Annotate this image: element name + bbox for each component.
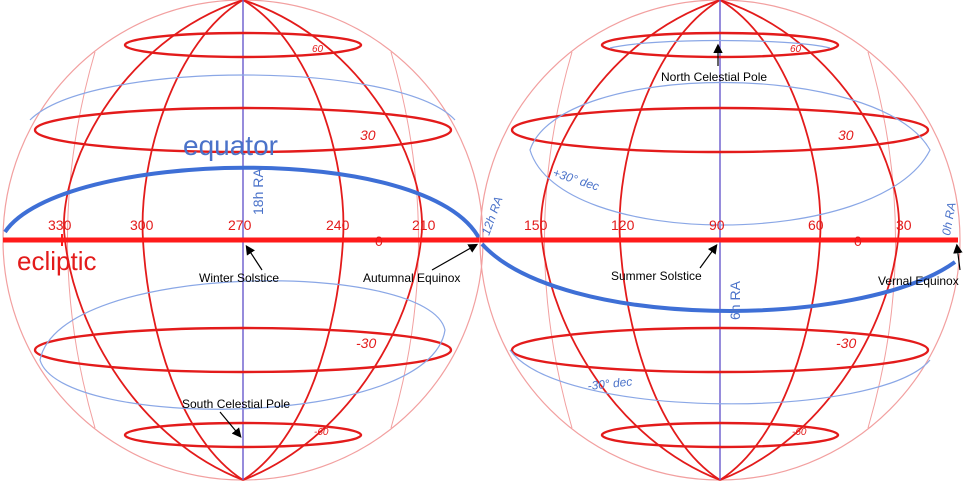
right-ra-label-6h: 6h RA bbox=[727, 280, 743, 320]
right-lat-label-p30: 30 bbox=[838, 127, 854, 143]
winter-solstice-arrow bbox=[245, 244, 263, 271]
right-ra-label-0h: 0h RA bbox=[939, 201, 959, 236]
right-dec-p60 bbox=[609, 39, 831, 49]
left-lon-label-330: 330 bbox=[48, 217, 72, 233]
right-lat-p30 bbox=[510, 106, 930, 154]
autumnal-equinox-label: Autumnal Equinox bbox=[363, 271, 460, 285]
equator-label: equator bbox=[183, 130, 278, 161]
vernal-equinox-label: Vernal Equinox bbox=[878, 274, 959, 288]
left-lat-p60 bbox=[123, 31, 363, 59]
right-celestial-equator bbox=[480, 242, 957, 313]
south-celestial-pole-label: South Celestial Pole bbox=[182, 397, 290, 411]
ecliptic-label: ecliptic bbox=[17, 246, 96, 276]
right-lat-m60 bbox=[600, 421, 840, 449]
vernal-equinox-arrow bbox=[953, 243, 963, 271]
left-dec-m30 bbox=[39, 280, 446, 410]
left-lon-label-300: 300 bbox=[130, 217, 154, 233]
winter-solstice-label: Winter Solstice bbox=[199, 271, 279, 285]
right-lon-label-150: 150 bbox=[524, 217, 548, 233]
right-lon-label-90: 90 bbox=[709, 217, 725, 233]
right-lat-m30 bbox=[510, 326, 930, 374]
right-ecliptic-zero: 0 bbox=[854, 233, 862, 249]
left-lon-label-270: 270 bbox=[228, 217, 252, 233]
left-lat-label-p30: 30 bbox=[360, 127, 376, 143]
left-ecliptic-zero: 0 bbox=[375, 233, 383, 249]
right-lat-label-m30: -30 bbox=[836, 335, 856, 351]
right-lon-label-60: 60 bbox=[808, 217, 824, 233]
south-celestial-pole-arrow bbox=[219, 411, 242, 438]
right-dec-label-m30: -30° dec bbox=[587, 374, 633, 393]
summer-solstice-arrow bbox=[699, 244, 718, 269]
right-lat-label-p60: 60 bbox=[790, 44, 802, 55]
right-globe: 150 120 90 60 30 0 60 30 -30 -60 +30° de… bbox=[479, 0, 963, 481]
left-lon-label-210: 210 bbox=[412, 217, 436, 233]
left-lat-m60 bbox=[123, 421, 363, 449]
left-lat-label-p60: 60 bbox=[312, 44, 324, 55]
left-globe: 330 300 270 240 210 0 60 30 -30 -60 equa… bbox=[2, 0, 506, 481]
left-celestial-equator bbox=[3, 165, 482, 241]
right-dec-m30 bbox=[509, 349, 931, 405]
right-lat-p60 bbox=[600, 31, 840, 59]
right-lat-label-m60: -60 bbox=[792, 427, 807, 438]
left-lat-p30 bbox=[33, 106, 453, 154]
left-lat-label-m60: -60 bbox=[314, 427, 329, 438]
right-lon-label-120: 120 bbox=[611, 217, 635, 233]
left-lon-label-240: 240 bbox=[326, 217, 350, 233]
left-lat-label-m30: -30 bbox=[356, 335, 376, 351]
right-lon-label-30: 30 bbox=[896, 217, 912, 233]
left-ra-label-18h: 18h RA bbox=[250, 168, 266, 215]
left-dec-p30 bbox=[29, 74, 456, 121]
north-celestial-pole-label: North Celestial Pole bbox=[661, 70, 767, 84]
right-dec-p30 bbox=[529, 82, 931, 226]
right-dec-label-p30: +30° dec bbox=[551, 166, 601, 194]
autumnal-equinox-arrow bbox=[431, 243, 479, 271]
left-lat-m30 bbox=[33, 326, 453, 374]
summer-solstice-label: Summer Solstice bbox=[611, 269, 702, 283]
